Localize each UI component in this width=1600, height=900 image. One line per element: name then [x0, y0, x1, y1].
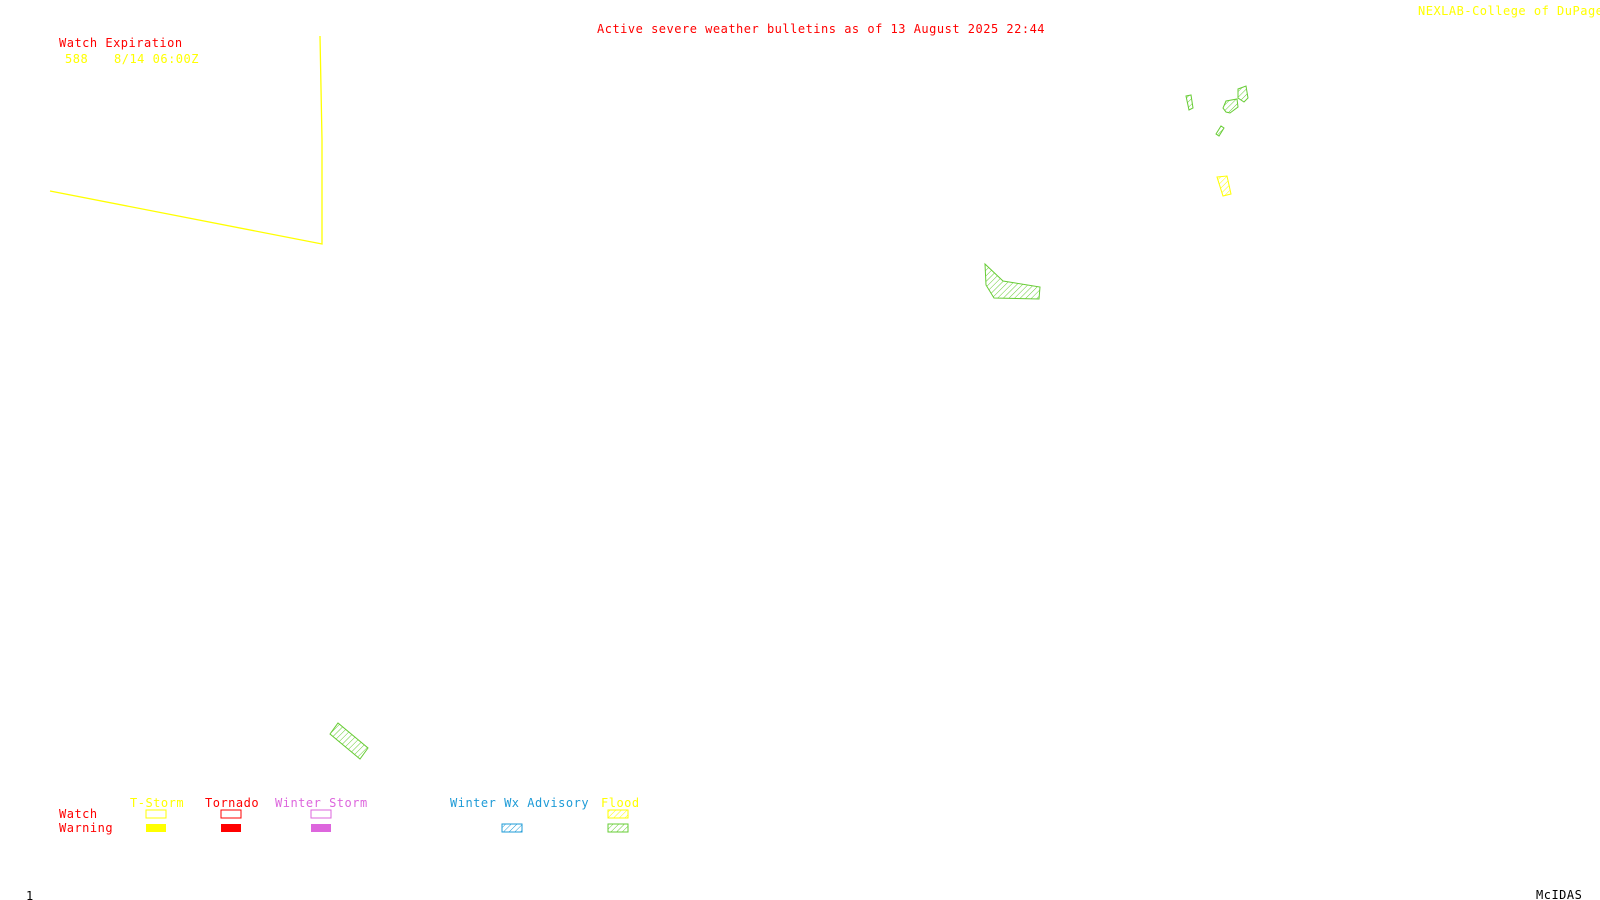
flood-warning-polygon-2: [1185, 94, 1194, 111]
watch-expiration-heading: Watch Expiration: [59, 36, 183, 50]
credit-label: NEXLAB-College of DuPage R: [1418, 4, 1600, 18]
legend-tstorm-warning-swatch: [146, 824, 166, 832]
legend-winter-wx-advisory-swatch: [501, 823, 523, 833]
flood-warning-polygon-1: [984, 262, 1041, 300]
watch-expiration-number: 588: [65, 52, 89, 66]
legend-category-winter-storm: Winter Storm: [275, 796, 368, 810]
legend-flood-watch-swatch: [607, 809, 629, 819]
frame-number: 1: [26, 889, 34, 900]
flood-warning-polygon-3: [1222, 98, 1239, 114]
legend-category-tornado: Tornado: [205, 796, 260, 810]
legend-category-tstorm: T-Storm: [130, 796, 185, 810]
flood-warning-polygon-5: [1215, 125, 1225, 137]
legend-swatches: [145, 809, 629, 833]
watch-expiration-time: 8/14 06:00Z: [114, 52, 199, 66]
legend-row-watch-label: Watch: [59, 807, 98, 821]
legend-tstorm-watch-swatch: [145, 809, 167, 819]
flood-watch-polygon-1: [1216, 175, 1232, 197]
legend-winter-storm-warning-swatch: [311, 824, 331, 832]
legend-category-flood: Flood: [601, 796, 640, 810]
flood-warning-polygon-4: [1237, 85, 1249, 103]
flood-warning-polygon-6: [329, 722, 369, 760]
legend-flood-warning-swatch: [607, 823, 629, 833]
legend-row-warning-label: Warning: [59, 821, 114, 835]
legend-winter-storm-watch-swatch: [310, 809, 332, 819]
legend-category-winter-wx-advisory: Winter Wx Advisory: [450, 796, 590, 810]
bulletin-title: Active severe weather bulletins as of 13…: [597, 22, 1046, 36]
legend-tornado-warning-swatch: [221, 824, 241, 832]
legend-tornado-watch-swatch: [220, 809, 242, 819]
software-label: McIDAS: [1536, 888, 1583, 900]
tstorm-watch-588-outline: [49, 35, 323, 245]
